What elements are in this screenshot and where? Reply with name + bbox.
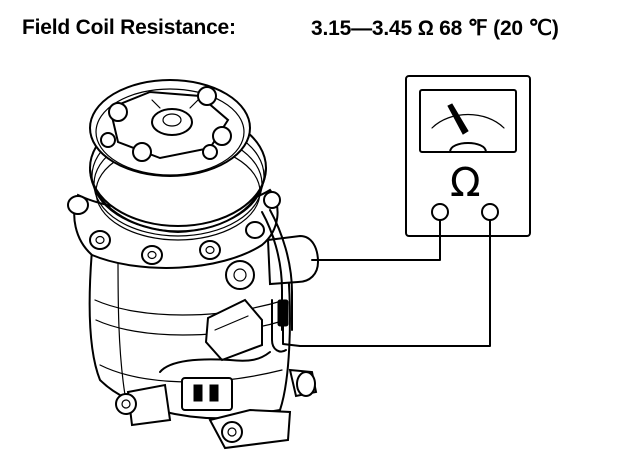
test-leads [277, 219, 491, 347]
probe-tip [277, 299, 289, 327]
meter-terminal-left [431, 203, 449, 221]
coil-lead-wires [261, 209, 293, 353]
test-lead-coil [299, 219, 491, 347]
clutch-plate [89, 79, 251, 177]
page-title: Field Coil Resistance: 3.15—3.45 Ω 68 ℉ … [22, 12, 622, 48]
probe-lead [282, 325, 301, 347]
mounting-bracket [115, 368, 318, 450]
meter-scale [431, 113, 505, 129]
field-coil-connector [204, 298, 263, 362]
test-lead-ground [311, 219, 441, 261]
spec-value: 3.15—3.45 Ω 68 ℉ (20 ℃) [311, 17, 559, 40]
meter-terminal-right [481, 203, 499, 221]
harness-connector [159, 351, 271, 411]
ohm-symbol: Ω [450, 160, 481, 206]
needle-pivot-cover [448, 142, 488, 153]
ohmmeter-icon: Ω [405, 75, 531, 237]
ac-compressor-icon [67, 79, 320, 450]
spec-label: Field Coil Resistance: [22, 16, 236, 39]
meter-needle [447, 103, 469, 135]
